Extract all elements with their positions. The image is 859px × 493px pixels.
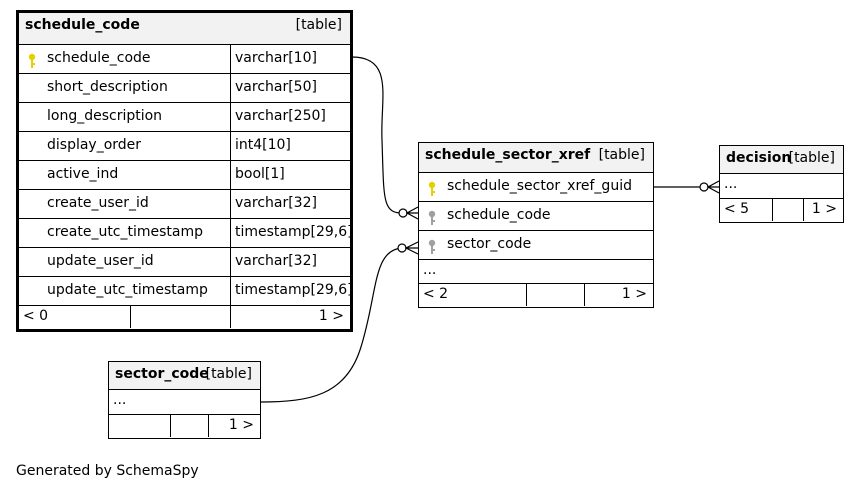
column-type: int4[10] (235, 137, 291, 153)
table-kind: [table] (598, 147, 645, 163)
column-name: update_user_id (47, 253, 154, 269)
link-schedule-code-to-xref (351, 56, 405, 214)
link-sector-code-crowfoot (404, 241, 419, 255)
column-type: varchar[10] (235, 50, 317, 66)
column-name: display_order (47, 137, 142, 153)
column-type: varchar[50] (235, 79, 317, 95)
column-row[interactable]: sector_code (419, 231, 653, 260)
more-columns-row: ... (109, 390, 260, 415)
more-columns-ellipsis: ... (724, 176, 738, 192)
table-header: schedule_sector_xref [table] (419, 143, 653, 173)
foreign-key-icon (428, 210, 436, 225)
children-count[interactable]: 1 > (621, 286, 647, 302)
table-name: decision (726, 150, 792, 166)
column-row[interactable]: update_user_id varchar[32] (19, 248, 350, 277)
column-name: active_ind (47, 166, 119, 182)
column-row[interactable]: long_description varchar[250] (19, 103, 350, 132)
primary-key-icon (428, 181, 436, 196)
column-type: timestamp[29,6] (235, 282, 353, 298)
column-name: schedule_code (47, 50, 151, 66)
children-count[interactable]: 1 > (318, 308, 344, 324)
generator-caption: Generated by SchemaSpy (16, 463, 199, 479)
table-header: schedule_code [table] (19, 13, 350, 45)
column-row[interactable]: active_ind bool[1] (19, 161, 350, 190)
link-sector-code-to-xref (260, 247, 403, 403)
table-footer: < 2 1 > (419, 284, 653, 306)
column-name: sector_code (447, 236, 532, 252)
table-schedule-sector-xref[interactable]: schedule_sector_xref [table] schedule_se… (418, 142, 654, 308)
column-name: update_utc_timestamp (47, 282, 208, 298)
column-type: varchar[32] (235, 253, 317, 269)
column-row[interactable]: create_utc_timestamp timestamp[29,6] (19, 219, 353, 248)
children-count[interactable]: 1 > (228, 417, 254, 433)
column-type: varchar[32] (235, 195, 317, 211)
column-name: schedule_code (447, 207, 551, 223)
table-kind: [table] (205, 366, 252, 382)
table-header: sector_code [table] (109, 362, 260, 390)
column-row[interactable]: short_description varchar[50] (19, 74, 350, 103)
primary-key-icon (28, 53, 36, 68)
table-sector-code[interactable]: sector_code [table] ... 1 > (108, 361, 261, 439)
table-name: schedule_code (25, 17, 140, 33)
parents-count[interactable]: < 2 (423, 286, 449, 302)
column-row[interactable]: schedule_sector_xref_guid (419, 173, 653, 202)
link-decision-crowfoot (706, 180, 720, 194)
table-header: decision [table] (720, 146, 843, 174)
table-schedule-code[interactable]: schedule_code [table] schedule_code varc… (16, 10, 353, 332)
foreign-key-icon (428, 239, 436, 254)
column-row[interactable]: update_utc_timestamp timestamp[29,6] (19, 277, 353, 306)
children-count[interactable]: 1 > (811, 201, 837, 217)
link-schedule-code-crowfoot (405, 206, 419, 220)
column-name: short_description (47, 79, 168, 95)
column-type: timestamp[29,6] (235, 224, 353, 240)
column-type: varchar[250] (235, 108, 326, 124)
more-columns-ellipsis: ... (113, 392, 127, 408)
more-columns-ellipsis: ... (423, 262, 437, 278)
parents-count[interactable]: < 0 (23, 308, 49, 324)
column-name: schedule_sector_xref_guid (447, 178, 632, 194)
table-decision[interactable]: decision [table] ... < 5 1 > (719, 145, 844, 223)
column-row[interactable]: schedule_code (419, 202, 653, 231)
table-kind: [table] (788, 150, 835, 166)
table-name: schedule_sector_xref (425, 147, 591, 163)
table-footer: 1 > (109, 415, 260, 437)
column-name: create_user_id (47, 195, 149, 211)
table-kind: [table] (295, 17, 342, 33)
column-type: bool[1] (235, 166, 285, 182)
table-name: sector_code (115, 366, 209, 382)
column-name: create_utc_timestamp (47, 224, 204, 240)
more-columns-row: ... (720, 174, 843, 199)
parents-count[interactable]: < 5 (724, 201, 750, 217)
column-name: long_description (47, 108, 163, 124)
column-row[interactable]: schedule_code varchar[10] (19, 45, 350, 74)
table-footer: < 5 1 > (720, 199, 843, 221)
column-row[interactable]: display_order int4[10] (19, 132, 350, 161)
more-columns-row: ... (419, 260, 653, 284)
table-footer: < 0 1 > (19, 306, 350, 328)
column-row[interactable]: create_user_id varchar[32] (19, 190, 350, 219)
